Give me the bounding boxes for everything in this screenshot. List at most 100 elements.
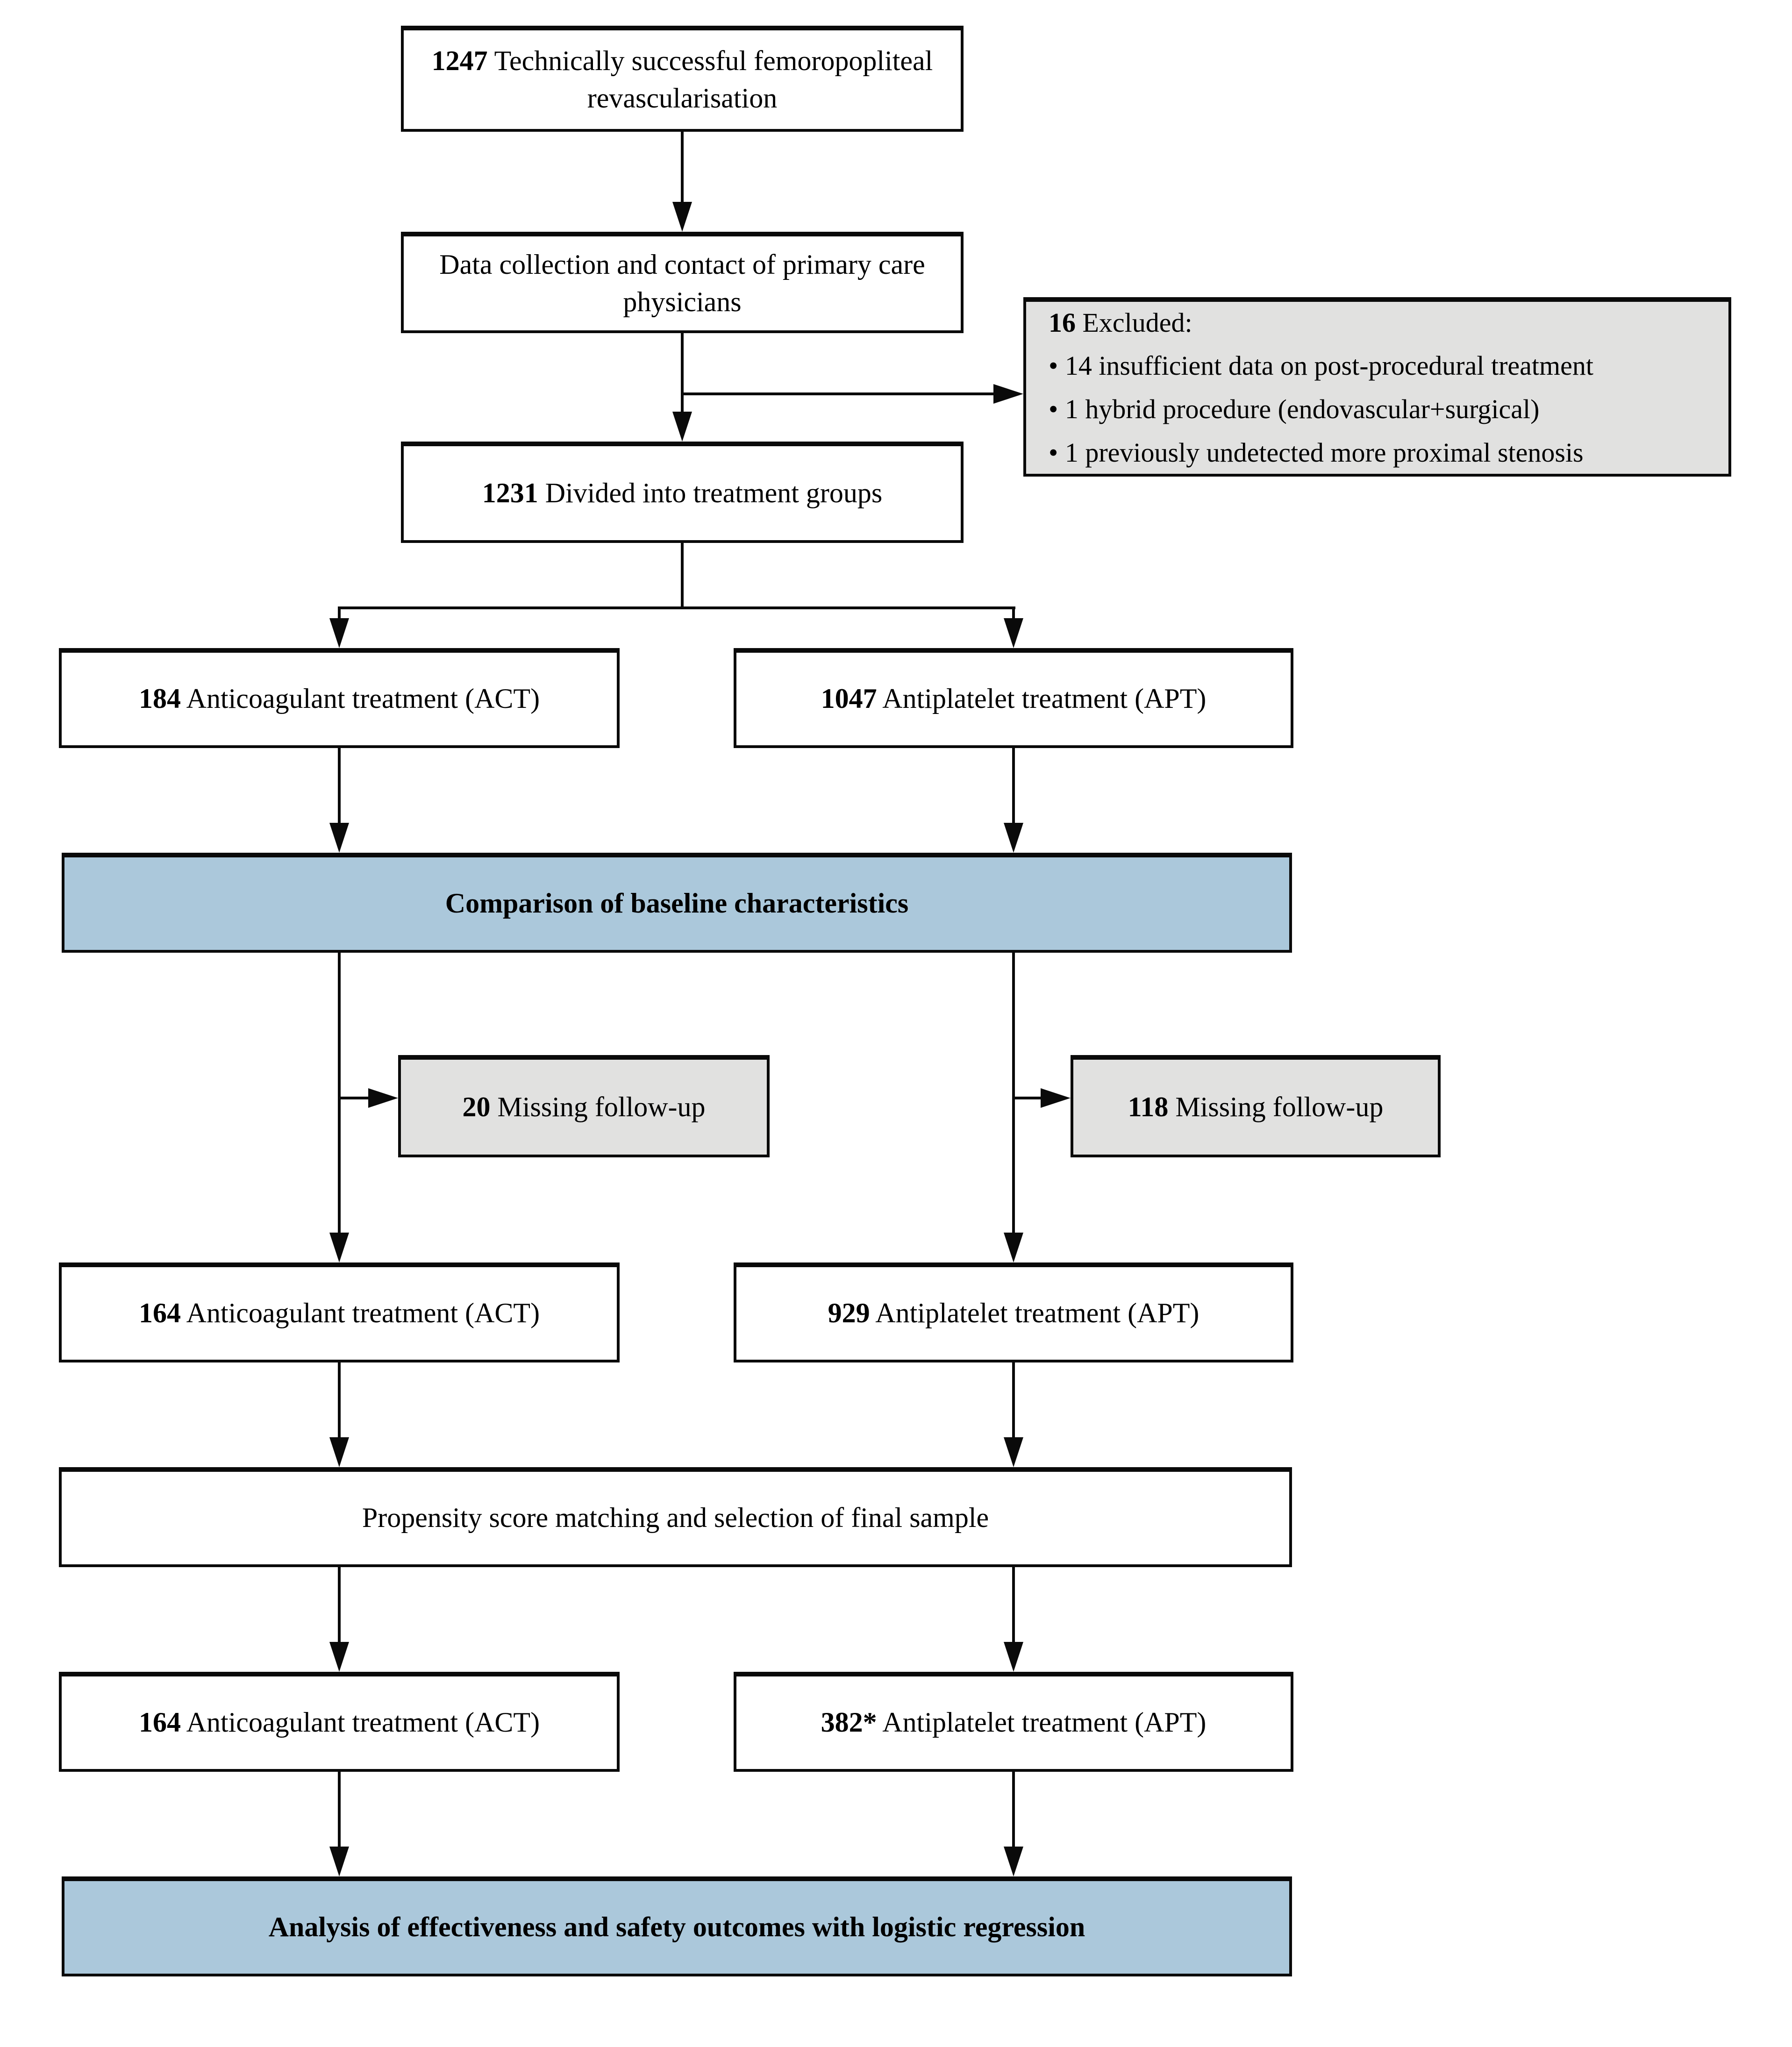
count-value: 1231 (482, 477, 538, 508)
connector-line (681, 543, 684, 609)
node-baseline-comparison: Comparison of baseline characteristics (62, 853, 1292, 953)
label-text: Data collection and contact of primary c… (439, 249, 925, 317)
node-apt-missing-followup-text: 118 Missing follow-up (1128, 1089, 1384, 1126)
count-value: 184 (138, 683, 181, 714)
node-analysis: Analysis of effectiveness and safety out… (62, 1876, 1292, 1976)
node-apt-initial: 1047 Antiplatelet treatment (APT) (734, 648, 1293, 748)
connector-arrowhead (1041, 1088, 1071, 1108)
connector-line (1012, 1567, 1015, 1644)
count-value: 118 (1128, 1091, 1169, 1122)
connector-arrowhead (329, 1847, 349, 1876)
count-value: 1047 (821, 683, 877, 714)
label-text: Excluded: (1082, 307, 1192, 338)
count-value: 164 (138, 1298, 181, 1329)
node-apt-followup: 929 Antiplatelet treatment (APT) (734, 1262, 1293, 1362)
label-text: Technically successful femoropopliteal r… (494, 45, 933, 114)
node-baseline-comparison-text: Comparison of baseline characteristics (445, 885, 909, 922)
node-act-final-text: 164 Anticoagulant treatment (ACT) (139, 1704, 540, 1741)
label-text: Analysis of effectiveness and safety out… (268, 1911, 1085, 1943)
connector-arrowhead (329, 618, 349, 648)
node-excluded: 16 Excluded: • 14 insufficient data on p… (1023, 297, 1731, 477)
connector-line (338, 606, 1015, 609)
excluded-heading: 16 Excluded: (1049, 305, 1192, 341)
connector-line (1012, 1097, 1042, 1099)
label-text: Antiplatelet treatment (APT) (882, 1707, 1207, 1738)
connector-line (338, 1567, 341, 1644)
connector-arrowhead (1004, 1233, 1023, 1262)
node-revascularisation: 1247 Technically successful femoropoplit… (401, 26, 964, 132)
connector-arrowhead (993, 384, 1023, 404)
node-apt-final: 382* Antiplatelet treatment (APT) (734, 1672, 1293, 1772)
connector-arrowhead (329, 823, 349, 853)
count-value: 929 (828, 1298, 870, 1329)
count-value: 382* (821, 1707, 877, 1738)
node-data-collection-text: Data collection and contact of primary c… (425, 246, 940, 320)
connector-line (1012, 606, 1015, 621)
connector-arrowhead (329, 1437, 349, 1467)
count-value: 16 (1049, 307, 1076, 338)
node-act-initial-text: 184 Anticoagulant treatment (ACT) (139, 680, 540, 717)
connector-arrowhead (329, 1642, 349, 1672)
connector-arrowhead (672, 202, 692, 232)
connector-arrowhead (1004, 618, 1023, 648)
connector-line (338, 1362, 341, 1440)
excluded-item: • 1 hybrid procedure (endovascular+surgi… (1049, 392, 1539, 428)
label-text: Anticoagulant treatment (ACT) (186, 683, 540, 714)
node-act-followup: 164 Anticoagulant treatment (ACT) (59, 1262, 620, 1362)
node-act-initial: 184 Anticoagulant treatment (ACT) (59, 648, 620, 748)
connector-line (338, 606, 341, 621)
node-apt-missing-followup: 118 Missing follow-up (1071, 1055, 1441, 1157)
node-apt-initial-text: 1047 Antiplatelet treatment (APT) (821, 680, 1207, 717)
connector-line (1012, 953, 1015, 1235)
node-apt-followup-text: 929 Antiplatelet treatment (APT) (828, 1295, 1199, 1332)
count-value: 1247 (431, 45, 488, 77)
connector-line (681, 392, 996, 395)
connector-arrowhead (1004, 1847, 1023, 1876)
connector-line (1012, 1772, 1015, 1849)
node-divided: 1231 Divided into treatment groups (401, 442, 964, 543)
count-value: 164 (138, 1707, 181, 1738)
count-value: 20 (462, 1091, 491, 1122)
node-propensity-matching: Propensity score matching and selection … (59, 1467, 1292, 1567)
node-data-collection: Data collection and contact of primary c… (401, 232, 964, 333)
node-act-missing-followup: 20 Missing follow-up (398, 1055, 770, 1157)
node-act-final: 164 Anticoagulant treatment (ACT) (59, 1672, 620, 1772)
node-analysis-text: Analysis of effectiveness and safety out… (269, 1909, 1085, 1946)
label-text: Antiplatelet treatment (APT) (875, 1298, 1199, 1329)
connector-line (338, 1097, 370, 1099)
label-text: Comparison of baseline characteristics (445, 888, 909, 919)
bullet-glyph: • (1049, 394, 1058, 424)
label-text: Anticoagulant treatment (ACT) (186, 1707, 540, 1738)
label-text: 14 insufficient data on post-procedural … (1064, 350, 1593, 381)
connector-line (1012, 748, 1015, 825)
node-revascularisation-text: 1247 Technically successful femoropoplit… (425, 43, 940, 116)
label-text: 1 hybrid procedure (endovascular+surgica… (1064, 394, 1540, 424)
label-text: Missing follow-up (1175, 1091, 1384, 1122)
bullet-glyph: • (1049, 437, 1058, 468)
label-text: Divided into treatment groups (545, 477, 883, 508)
connector-line (681, 132, 684, 206)
connector-arrowhead (1004, 823, 1023, 853)
node-act-followup-text: 164 Anticoagulant treatment (ACT) (139, 1295, 540, 1332)
node-act-missing-followup-text: 20 Missing follow-up (462, 1089, 705, 1126)
connector-line (1012, 1362, 1015, 1440)
label-text: Missing follow-up (497, 1091, 706, 1122)
connector-line (338, 748, 341, 825)
connector-line (338, 953, 341, 1235)
connector-arrowhead (672, 412, 692, 442)
node-propensity-matching-text: Propensity score matching and selection … (362, 1499, 989, 1536)
connector-line (681, 333, 684, 415)
label-text: Anticoagulant treatment (ACT) (186, 1298, 540, 1329)
connector-arrowhead (1004, 1642, 1023, 1672)
label-text: Propensity score matching and selection … (362, 1502, 989, 1533)
label-text: Antiplatelet treatment (APT) (882, 683, 1207, 714)
bullet-glyph: • (1049, 350, 1058, 381)
connector-arrowhead (1004, 1437, 1023, 1467)
connector-line (338, 1772, 341, 1849)
excluded-item: • 14 insufficient data on post-procedura… (1049, 348, 1593, 384)
connector-arrowhead (329, 1233, 349, 1262)
node-divided-text: 1231 Divided into treatment groups (482, 475, 883, 512)
node-apt-final-text: 382* Antiplatelet treatment (APT) (821, 1704, 1207, 1741)
label-text: 1 previously undetected more proximal st… (1064, 437, 1584, 468)
